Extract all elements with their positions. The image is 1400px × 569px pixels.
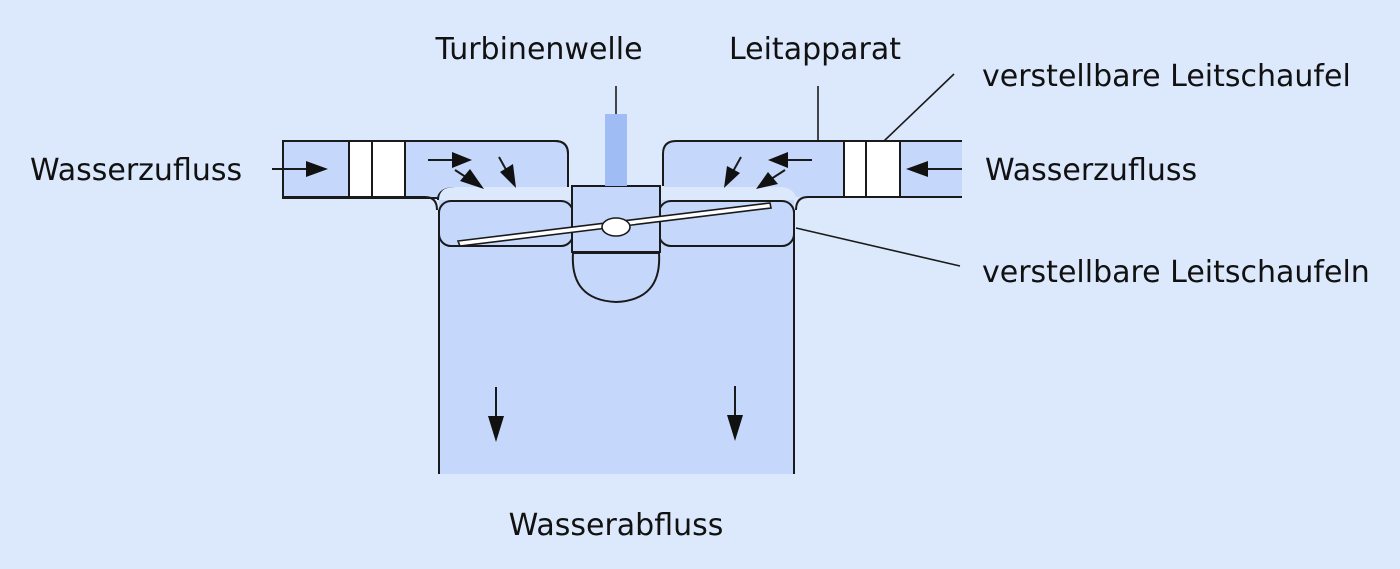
label-turbine-shaft: Turbinenwelle [434, 32, 642, 67]
label-water-inflow-right: Wasserzufluss [985, 153, 1197, 188]
right-channel-arrows [724, 152, 812, 189]
label-adjustable-guide-vane: verstellbare Leitschaufel [982, 59, 1351, 94]
guide-vane-leader [883, 73, 955, 142]
left-channel-top-wall [283, 140, 569, 186]
left-inflow-arrow [272, 161, 328, 177]
right-vane-block [843, 140, 901, 198]
runner-hub-center [601, 217, 631, 237]
outflow-arrow-right [727, 386, 743, 441]
label-water-outflow: Wasserabfluss [509, 508, 724, 543]
outflow-arrow-left [488, 387, 504, 442]
label-guide-apparatus: Leitapparat [729, 32, 901, 67]
left-channel-arrows [428, 152, 516, 189]
right-inflow-arrow [906, 161, 962, 177]
label-water-inflow-left: Wasserzufluss [30, 153, 242, 188]
guide-vanes-leader [795, 227, 961, 267]
turbine-shaft [605, 114, 627, 186]
left-channel-bottom-wall [283, 196, 438, 211]
left-vane-block [348, 140, 406, 198]
right-channel-top-wall [662, 140, 962, 186]
right-channel-bottom-wall [795, 196, 962, 211]
hub-bulb [571, 252, 661, 304]
label-adjustable-guide-vanes: verstellbare Leitschaufeln [982, 255, 1370, 290]
